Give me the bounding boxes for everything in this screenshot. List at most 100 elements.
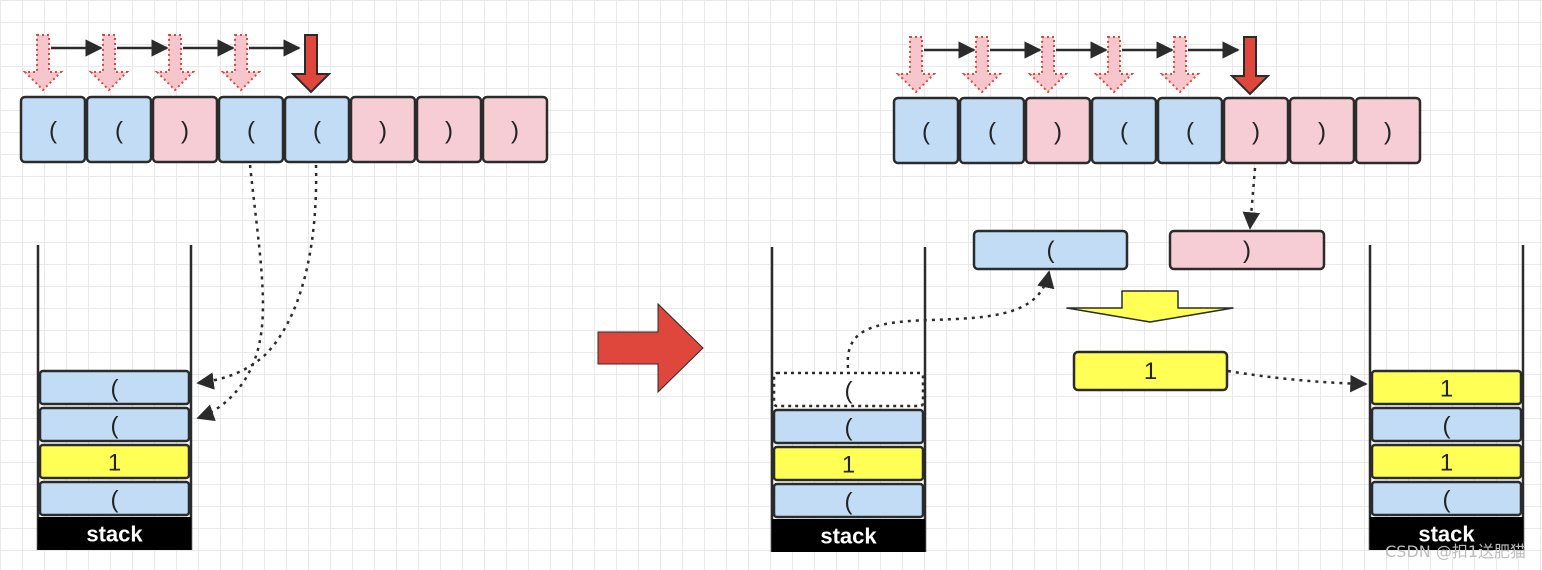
paren-cell: ( (217, 95, 285, 164)
read-arrow (1242, 167, 1261, 230)
paren-cell-text: ) (1054, 119, 1062, 146)
stack-label-box (772, 519, 925, 552)
pointer-history-icon (220, 34, 262, 92)
stack-item-text: ( (1443, 413, 1451, 440)
pointer-current-icon (290, 34, 332, 94)
stack-item-box (772, 445, 925, 482)
paren-cell-box (415, 95, 483, 164)
watermark: CSDN @扣1送肥猫 (1385, 542, 1526, 561)
stack-label-box (38, 517, 191, 550)
stack-item-box (1370, 443, 1523, 480)
pointer-current-icon (1229, 36, 1271, 96)
stack-item-text: ( (845, 415, 853, 442)
left-push-arrows (196, 164, 318, 422)
result-rect (1072, 350, 1229, 392)
paren-cell: ( (283, 95, 351, 164)
stack-label: stack (1418, 522, 1475, 547)
left-stack: stack((1( (38, 369, 191, 550)
paren-cell-text: ) (511, 118, 519, 145)
stack-item-text: 1 (1440, 450, 1453, 477)
pointer-history-icon (1027, 36, 1069, 94)
stack-label-box (1370, 517, 1523, 550)
paren-cell-text: ( (1186, 119, 1194, 146)
paren-cell: ) (1354, 96, 1422, 165)
paren-cell: ) (481, 95, 549, 164)
paren-cell-box (1024, 96, 1092, 165)
paren-cell-box (1090, 96, 1158, 165)
right-pointer-row (895, 36, 1271, 96)
paren-cell: ( (892, 96, 960, 165)
paren-cell-text: ) (379, 118, 387, 145)
pair-close-text: ) (1243, 237, 1251, 264)
paren-cell-text: ( (115, 118, 123, 145)
stack-item-text: 1 (108, 450, 121, 477)
right-stack: stack((1( (772, 371, 925, 552)
left-scene: (()(())) stack((1( (19, 34, 549, 550)
stack-item-text: 1 (842, 452, 855, 479)
pointer-history-icon (88, 34, 130, 92)
paren-cell-box (958, 96, 1026, 165)
pointer-history-icon (1159, 36, 1201, 94)
paren-cell-box (1222, 96, 1290, 165)
stack-item-box (38, 369, 191, 406)
pair-open-box (972, 229, 1129, 271)
pointer-history-icon (895, 36, 937, 94)
paren-cell-text: ) (1384, 119, 1392, 146)
paren-cell: ( (1156, 96, 1224, 165)
stack-item-box (772, 408, 925, 445)
paren-cell: ) (415, 95, 483, 164)
paren-cell: ( (958, 96, 1026, 165)
paren-cell-text: ( (988, 119, 996, 146)
stack-label: stack (86, 522, 143, 547)
push-result-arrow (1227, 369, 1368, 393)
paren-cell: ) (1024, 96, 1092, 165)
paren-cell-box (151, 95, 219, 164)
stack-item-text: ( (111, 487, 119, 514)
pointer-history-icon (1093, 36, 1135, 94)
result-box: 1 (1072, 350, 1229, 392)
pointer-history-icon (961, 36, 1003, 94)
matched-pair: ( ) (972, 229, 1326, 271)
paren-cell-text: ) (181, 118, 189, 145)
paren-cell-text: ) (1318, 119, 1326, 146)
paren-cell-box (19, 95, 87, 164)
result-text: 1 (1144, 358, 1157, 385)
stack-label: stack (820, 524, 877, 549)
transition-arrow-icon (597, 302, 704, 394)
paren-cell: ( (85, 95, 153, 164)
paren-cell-text: ( (313, 118, 321, 145)
stack-item-box (1370, 480, 1523, 517)
paren-cell-text: ) (1252, 119, 1260, 146)
paren-cell: ) (1222, 96, 1290, 165)
paren-cell-text: ( (247, 118, 255, 145)
right-stack-container: stack((1( (770, 247, 927, 552)
stack-item-text: ( (111, 376, 119, 403)
paren-cell-box (892, 96, 960, 165)
paren-cell-box (1156, 96, 1224, 165)
stack-item-text: ( (845, 378, 853, 405)
paren-cell: ( (19, 95, 87, 164)
left-pointer-row (22, 34, 332, 94)
paren-cell-box (1288, 96, 1356, 165)
paren-cell: ) (1288, 96, 1356, 165)
paren-cell-box (349, 95, 417, 164)
stack-item-box (1370, 406, 1523, 443)
stack-item-box (772, 482, 925, 519)
stack-item-text: 1 (1440, 376, 1453, 403)
push-arrow-4 (196, 164, 265, 422)
paren-cell: ( (1090, 96, 1158, 165)
paren-cell-text: ) (445, 118, 453, 145)
paren-cell-text: ( (1120, 119, 1128, 146)
pair-close-box (1168, 229, 1326, 271)
paren-cell-text: ( (922, 119, 930, 146)
paren-cell-box (217, 95, 285, 164)
left-stack-container: stack((1( (36, 245, 193, 550)
stack-item-box (38, 443, 191, 480)
paren-cell-box (85, 95, 153, 164)
stack-item-box (38, 406, 191, 443)
paren-cell-box (481, 95, 549, 164)
stack-item-box (1370, 369, 1523, 406)
